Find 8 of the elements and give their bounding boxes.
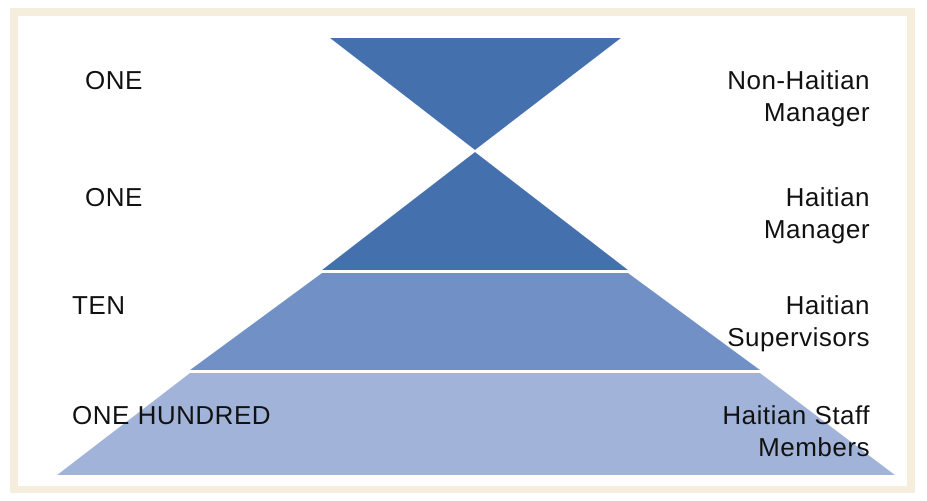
count-label: ONE: [85, 181, 143, 213]
count-label: ONE: [85, 64, 143, 96]
tier-label: Non-Haitian Manager: [726, 64, 870, 128]
tier-label: Haitian Staff Members: [721, 399, 870, 463]
tier-label: Haitian Supervisors: [726, 289, 870, 353]
count-label: TEN: [72, 289, 126, 321]
count-label: ONE HUNDRED: [72, 399, 272, 431]
tier-label: Haitian Manager: [762, 181, 870, 245]
